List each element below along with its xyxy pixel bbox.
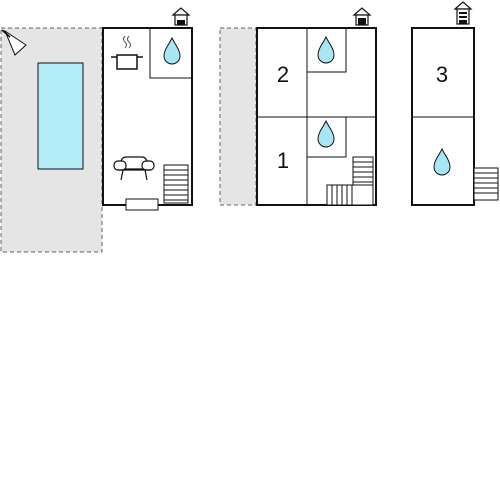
- kitchen-pot-icon: [111, 35, 143, 70]
- parasol-icon: [1, 29, 27, 56]
- house-entrance-icon: [352, 7, 372, 26]
- ground-bathroom: [149, 27, 193, 79]
- stairs-icon: [473, 167, 499, 201]
- water-drop-icon: [433, 147, 451, 176]
- first-floor: 2 1: [219, 7, 377, 206]
- first-floor-bathroom-lower: [306, 116, 347, 158]
- water-drop-icon: [317, 119, 335, 148]
- room-label-3: 3: [436, 62, 448, 87]
- room-label-2: 2: [277, 62, 289, 87]
- swimming-pool: [37, 62, 84, 170]
- water-drop-icon: [317, 35, 335, 64]
- stairs-icon: [163, 164, 189, 204]
- entrance-door: [125, 198, 159, 211]
- house-entrance-icon: [171, 7, 191, 26]
- second-floor: 3: [411, 1, 499, 206]
- stairs-icon: [352, 156, 374, 186]
- water-drop-icon: [163, 36, 181, 65]
- first-floor-terrace: [219, 27, 257, 206]
- ground-floor: [0, 7, 193, 253]
- house-entrance-icon: [453, 1, 473, 25]
- room-label-1: 1: [277, 148, 289, 173]
- sofa-icon: [113, 156, 155, 181]
- stairs-icon: [326, 184, 374, 206]
- first-floor-bathroom-upper: [306, 27, 347, 73]
